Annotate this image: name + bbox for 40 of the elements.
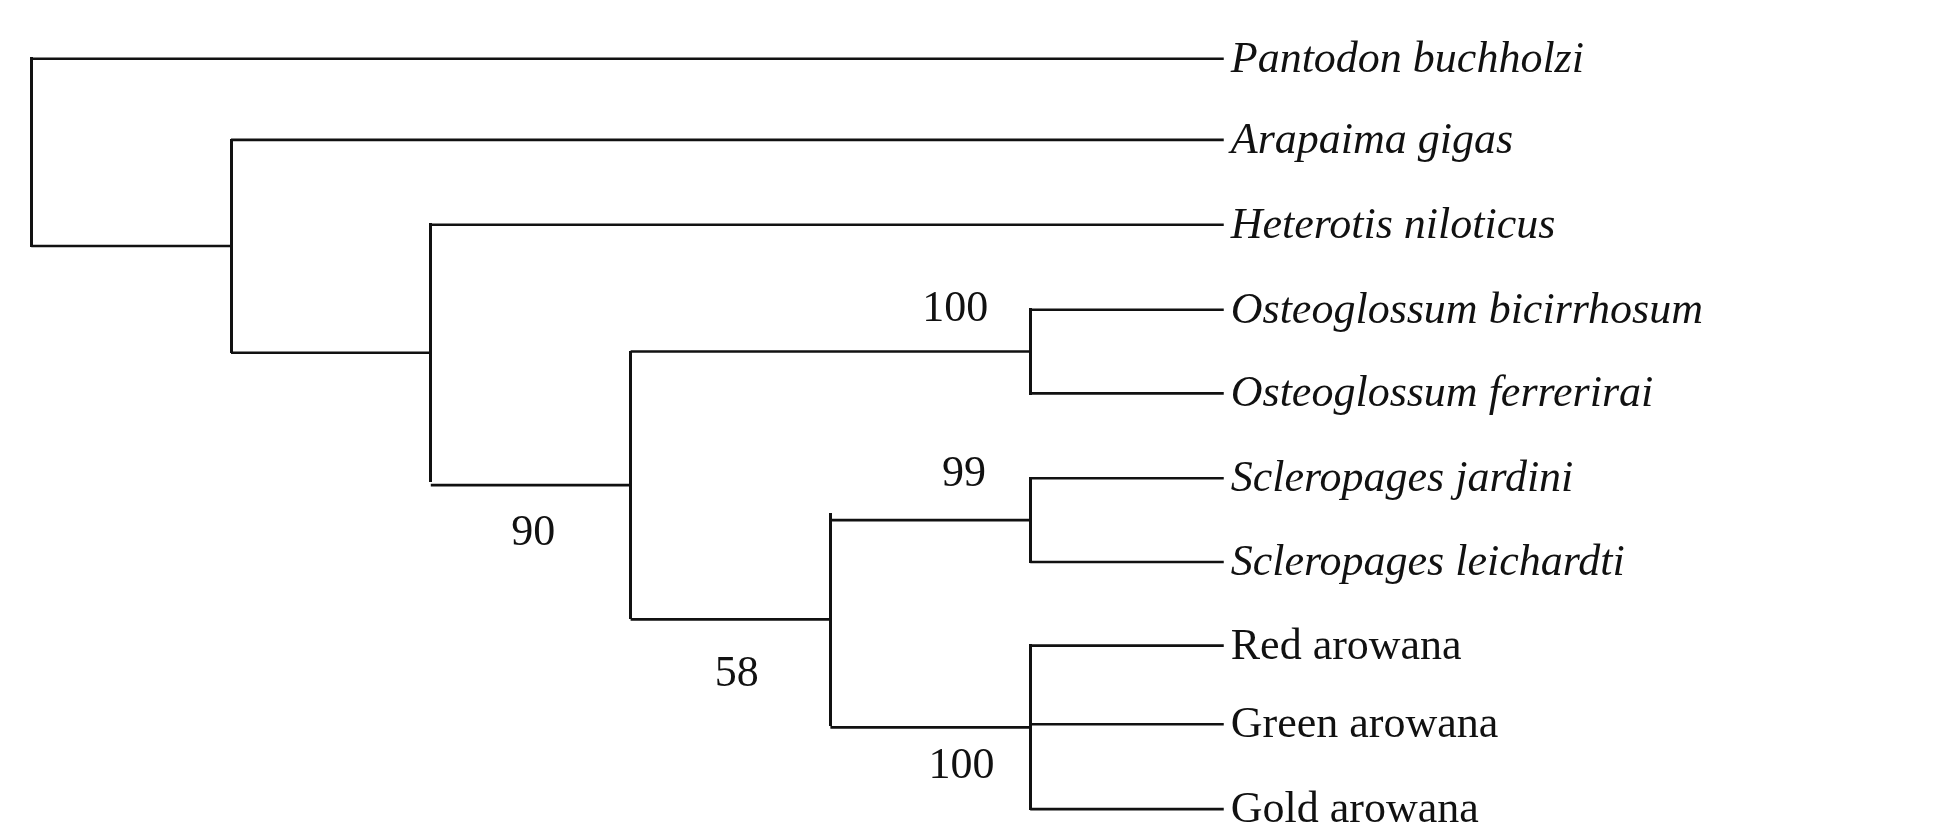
tree-branch: [1030, 560, 1224, 564]
branch-junction: [229, 138, 233, 354]
taxon-label: Heterotis niloticus: [1223, 201, 1556, 246]
tree-branch: [31, 57, 1224, 60]
support-value: 100: [928, 742, 995, 787]
taxon-label: Osteoglossum ferrerirai: [1223, 370, 1654, 415]
tree-branch: [430, 483, 631, 487]
support-value: 90: [511, 508, 556, 553]
tree-branch: [231, 138, 1224, 142]
taxon-label: Scleropages jardini: [1223, 455, 1574, 500]
taxon-label: Gold arowana: [1223, 786, 1479, 825]
tree-branch: [1030, 722, 1224, 726]
branch-junction: [429, 223, 433, 483]
tree-branch: [830, 726, 1031, 729]
tree-branch: [31, 244, 231, 248]
taxon-label: Scleropages leichardti: [1223, 539, 1625, 584]
taxon-label: Osteoglossum bicirrhosum: [1223, 286, 1703, 331]
support-value: 100: [922, 285, 989, 330]
tree-branch: [1030, 392, 1224, 395]
support-value: 58: [714, 649, 759, 694]
support-value: 99: [942, 450, 986, 494]
tree-branch: [1030, 308, 1224, 311]
branch-junction: [629, 350, 633, 620]
tree-branch: [830, 518, 1031, 522]
tree-branch: [630, 618, 831, 621]
taxon-label: Arapaima gigas: [1223, 116, 1514, 161]
branch-junction: [1028, 476, 1032, 564]
tree-branch: [430, 223, 1224, 227]
taxon-label: Green arowana: [1223, 701, 1499, 746]
branch-junction: [828, 513, 832, 726]
tree-branch: [1030, 476, 1224, 480]
branch-junction: [1028, 644, 1032, 811]
tree-branch: [630, 350, 1031, 353]
taxon-label: Red arowana: [1223, 622, 1462, 667]
tree-branch: [1030, 807, 1224, 811]
tree-branch: [231, 351, 431, 355]
branch-junction: [29, 57, 33, 248]
tree-branch: [1030, 644, 1224, 647]
branch-junction: [1028, 308, 1032, 395]
taxon-label: Pantodon buchholzi: [1223, 35, 1584, 80]
